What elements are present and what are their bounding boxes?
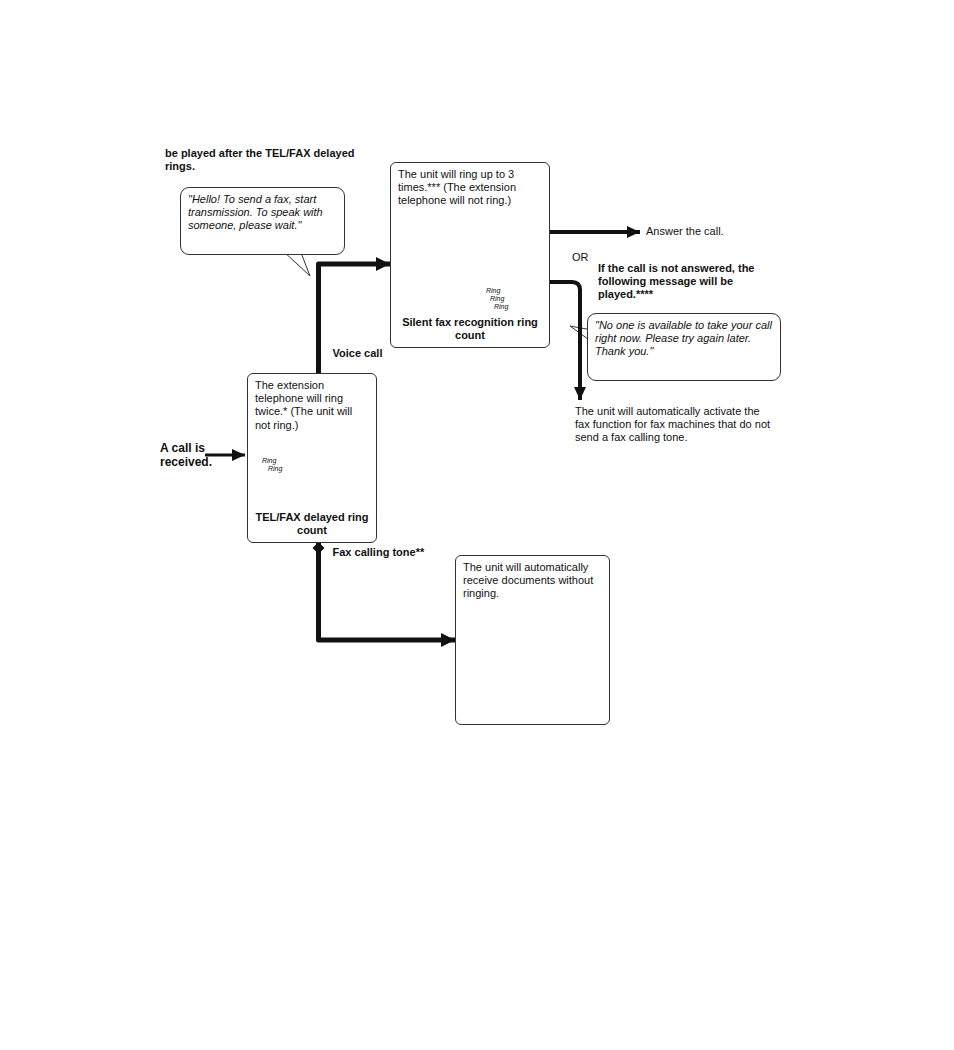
note-text: If the call is not answered, the followi…	[598, 262, 783, 302]
process-box: The unit will automatically receive docu…	[455, 555, 610, 725]
start-text: A call is received.	[160, 441, 208, 470]
box-caption: Silent fax recognition ring count	[398, 316, 542, 342]
answer-arrow	[550, 230, 640, 234]
speech-bubble: "Hello! To send a fax, start transmissio…	[180, 187, 345, 255]
box-text: "Hello! To send a fax, start transmissio…	[188, 193, 337, 233]
flow-arrow	[319, 543, 456, 640]
box-text: The unit will automatically receive docu…	[463, 561, 602, 601]
ring-text: Ring	[486, 287, 516, 294]
incoming-arrow	[205, 454, 245, 457]
box-text: The unit will ring up to 3 times.*** (Th…	[398, 168, 542, 208]
speech-bubble: "No one is available to take your call r…	[587, 313, 781, 381]
edge-label: Fax calling tone**	[331, 546, 427, 558]
box-text: "No one is available to take your call r…	[595, 319, 773, 359]
outcome-text: Answer the call.	[646, 225, 766, 238]
ring-text: Ring	[268, 465, 298, 472]
flow-arrow	[319, 264, 391, 373]
note-text: be played after the TEL/FAX delayed ring…	[165, 147, 370, 173]
or-text: OR	[572, 251, 602, 264]
unanswered-arrow	[550, 282, 580, 400]
edge-label: Voice call	[331, 347, 385, 359]
ring-text: Ring	[262, 457, 292, 464]
box-text: The extension telephone will ring twice.…	[255, 379, 369, 432]
note-text: The unit will automatically activate the…	[575, 405, 775, 445]
process-box: The unit will ring up to 3 times.*** (Th…	[390, 162, 550, 348]
ring-text: Ring	[490, 295, 520, 302]
ring-text: Ring	[494, 303, 524, 310]
box-caption: TEL/FAX delayed ring count	[255, 511, 369, 537]
